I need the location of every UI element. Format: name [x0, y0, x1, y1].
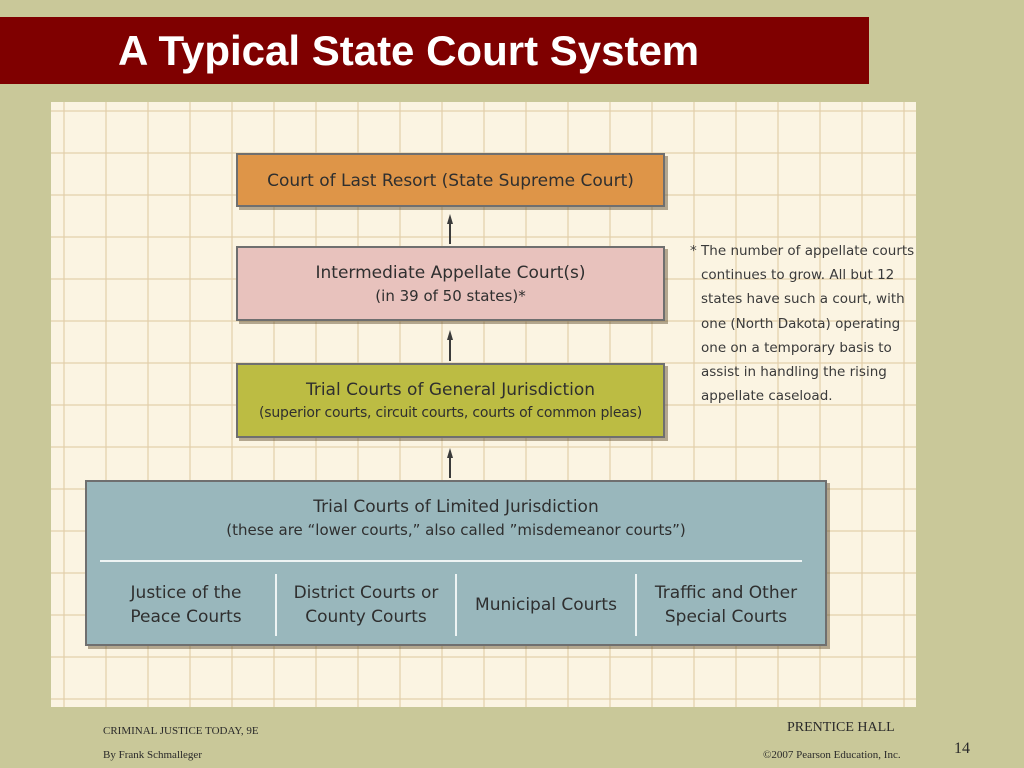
general-jurisdiction-label: Trial Courts of General Jurisdiction: [305, 380, 596, 400]
footer-copyright: ©2007 Pearson Education, Inc.: [763, 749, 901, 761]
sub-court-municipal: Municipal Courts: [457, 574, 637, 636]
sub-court-justice-of-the-peace: Justice of the Peace Courts: [97, 574, 277, 636]
appellate-court-note: (in 39 of 50 states)*: [375, 287, 526, 305]
sub-court-traffic-special: Traffic and Other Special Courts: [654, 583, 798, 627]
limited-jurisdiction-divider: [100, 560, 802, 562]
limited-jurisdiction-box: Trial Courts of Limited Jurisdiction (th…: [85, 480, 827, 646]
footer-publisher: PRENTICE HALL: [787, 720, 895, 735]
page-number: 14: [954, 740, 970, 757]
appellate-court-box: Intermediate Appellate Court(s) (in 39 o…: [236, 246, 665, 321]
limited-jurisdiction-header: Trial Courts of Limited Jurisdiction (th…: [87, 495, 825, 541]
general-jurisdiction-box: Trial Courts of General Jurisdiction (su…: [236, 363, 665, 438]
arrow-up-icon: [447, 214, 453, 244]
arrow-up-icon: [447, 448, 453, 478]
footer-book-title: CRIMINAL JUSTICE TODAY, 9E: [103, 725, 259, 737]
sub-court-district-county: District Courts or County Courts: [277, 574, 457, 636]
title-bar: A Typical State Court System: [0, 17, 869, 84]
limited-jurisdiction-note: (these are “lower courts,” also called ”…: [226, 521, 686, 539]
supreme-court-label: Court of Last Resort (State Supreme Cour…: [267, 171, 634, 191]
appellate-footnote: * The number of appellate courts continu…: [690, 243, 915, 405]
footer-author: By Frank Schmalleger: [103, 749, 202, 761]
arrow-up-icon: [447, 330, 453, 361]
supreme-court-box: Court of Last Resort (State Supreme Cour…: [236, 153, 665, 207]
appellate-court-label: Intermediate Appellate Court(s): [315, 263, 586, 283]
limited-jurisdiction-label: Trial Courts of Limited Jurisdiction: [313, 497, 599, 517]
sub-courts-row: Justice of the Peace Courts District Cou…: [97, 574, 815, 636]
slide-title: A Typical State Court System: [118, 27, 700, 74]
general-jurisdiction-note: (superior courts, circuit courts, courts…: [259, 405, 642, 421]
diagram-panel: Court of Last Resort (State Supreme Cour…: [51, 102, 916, 707]
